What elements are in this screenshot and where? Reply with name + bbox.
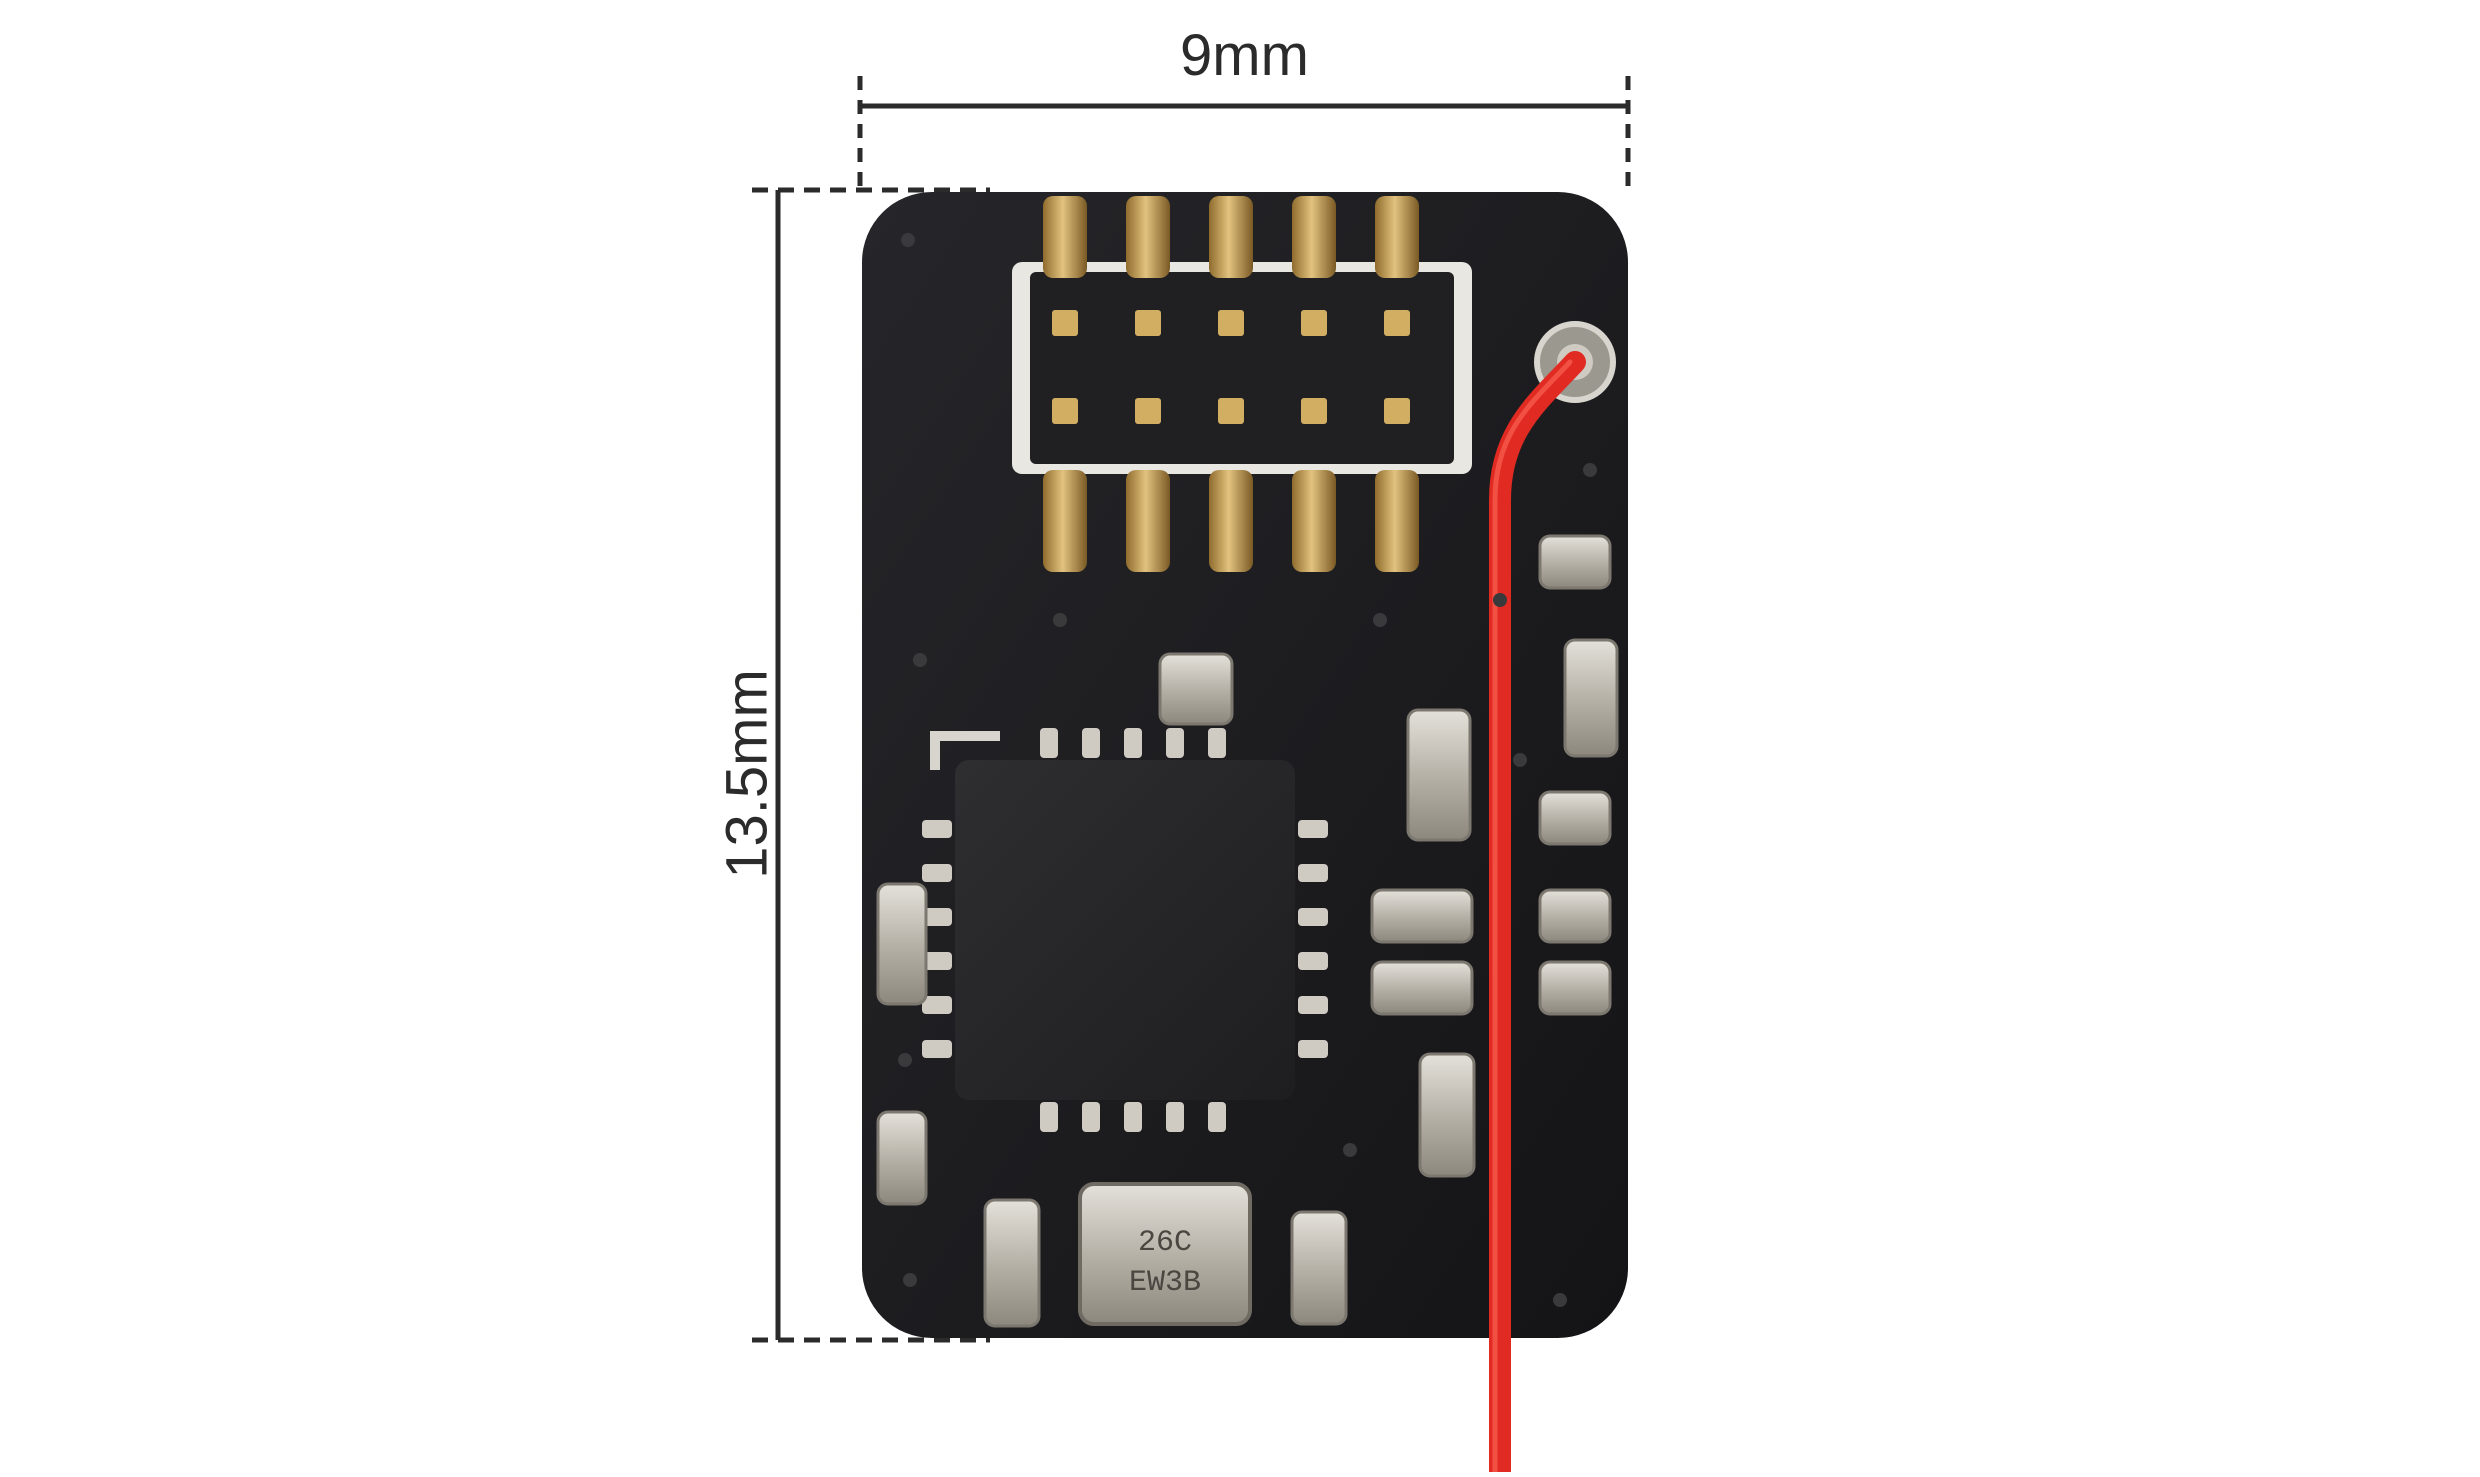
header-pin-end <box>1218 398 1244 424</box>
via <box>1053 613 1067 627</box>
chip-lead <box>1298 996 1328 1014</box>
via <box>903 1273 917 1287</box>
chip-lead <box>1298 952 1328 970</box>
via <box>1373 613 1387 627</box>
via <box>1513 753 1527 767</box>
header-pin-top <box>1375 196 1419 278</box>
crystal-text-line2: EW3B <box>1129 1266 1201 1300</box>
smd-part <box>1290 1210 1348 1326</box>
header-pin-end <box>1301 310 1327 336</box>
chip-lead <box>922 820 952 838</box>
pin-header <box>1012 196 1472 572</box>
smd-part <box>1538 534 1612 590</box>
via <box>1583 463 1597 477</box>
chip-lead <box>1082 728 1100 758</box>
chip-body <box>955 760 1295 1100</box>
header-pin-bottom <box>1375 470 1419 572</box>
chip-lead <box>922 908 952 926</box>
header-pin-end <box>1384 398 1410 424</box>
header-pin-bottom <box>1292 470 1336 572</box>
chip-lead <box>1298 864 1328 882</box>
chip-lead <box>1166 1102 1184 1132</box>
via <box>1553 1293 1567 1307</box>
dimension-lines <box>752 76 1631 1343</box>
chip-lead <box>1040 1102 1058 1132</box>
chip-lead <box>1040 728 1058 758</box>
chip-lead <box>1208 728 1226 758</box>
smd-part <box>1563 638 1619 758</box>
header-pin-top <box>1126 196 1170 278</box>
smd-part <box>983 1198 1041 1328</box>
smd-part <box>1538 790 1612 846</box>
smd-part <box>876 882 928 1006</box>
width-dimension-label: 9mm <box>1180 23 1309 88</box>
chip-lead <box>1124 728 1142 758</box>
header-pin-end <box>1052 310 1078 336</box>
via <box>1493 593 1507 607</box>
header-body <box>1030 272 1454 464</box>
via <box>913 653 927 667</box>
header-pin-end <box>1135 310 1161 336</box>
chip-lead <box>1298 908 1328 926</box>
crystal-oscillator: 26C EW3B <box>1078 1182 1252 1326</box>
board-vias <box>898 233 1597 1307</box>
chip-lead <box>1298 1040 1328 1058</box>
chip-lead <box>1166 728 1184 758</box>
header-pin-top <box>1043 196 1087 278</box>
chip-lead <box>922 864 952 882</box>
smd-part <box>1538 888 1612 944</box>
header-pin-bottom <box>1043 470 1087 572</box>
header-pin-end <box>1301 398 1327 424</box>
chip-lead <box>1124 1102 1142 1132</box>
smd-part <box>1418 1052 1476 1178</box>
smd-part <box>1538 960 1612 1016</box>
header-pin-bottom <box>1209 470 1253 572</box>
chip-lead <box>1298 820 1328 838</box>
chip-lead <box>922 996 952 1014</box>
header-pin-end <box>1218 310 1244 336</box>
via <box>1343 1143 1357 1157</box>
header-pin-top <box>1292 196 1336 278</box>
chip-lead <box>922 952 952 970</box>
smd-part <box>1158 652 1234 726</box>
smd-part <box>876 1110 928 1206</box>
smd-part <box>1370 888 1474 944</box>
chip-lead <box>1082 1102 1100 1132</box>
header-pin-end <box>1135 398 1161 424</box>
via <box>901 233 915 247</box>
main-ic-chip <box>922 728 1328 1132</box>
antenna-wire <box>1489 321 1616 1477</box>
chip-silkscreen <box>930 731 1000 770</box>
smd-part <box>1370 960 1474 1016</box>
header-pin-bottom <box>1126 470 1170 572</box>
height-dimension-label: 13.5mm <box>714 669 780 879</box>
header-pin-top <box>1209 196 1253 278</box>
via <box>898 1053 912 1067</box>
chip-lead <box>1208 1102 1226 1132</box>
header-pin-end <box>1384 310 1410 336</box>
smd-part <box>1406 708 1472 842</box>
chip-lead <box>922 1040 952 1058</box>
smd-components <box>876 534 1619 1328</box>
header-pin-end <box>1052 398 1078 424</box>
crystal-text-line1: 26C <box>1138 1226 1192 1260</box>
